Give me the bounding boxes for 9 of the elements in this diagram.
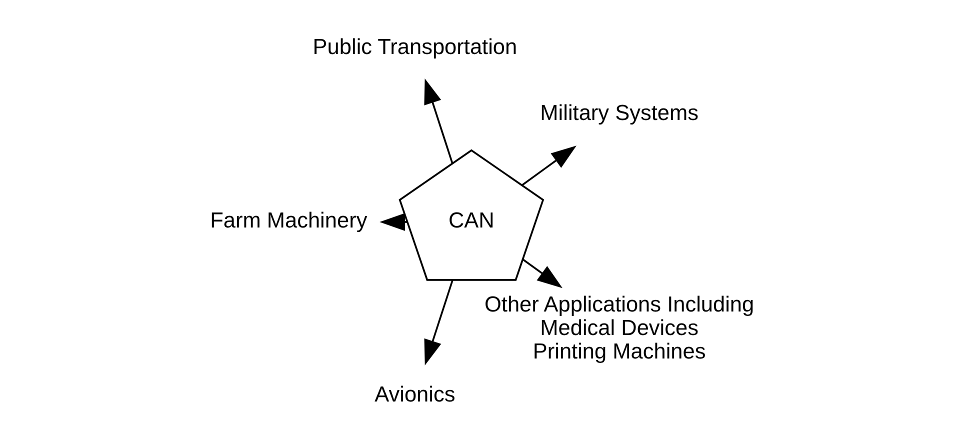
arrow (522, 258, 563, 288)
node-text: Farm Machinery (210, 208, 368, 233)
node-text: Public Transportation (312, 34, 518, 59)
arrow (424, 280, 454, 366)
arrow (424, 78, 454, 164)
arrow (522, 146, 576, 186)
node-text: Other Applications Including Medical Devices Printing Machines (484, 291, 754, 364)
node-text: Avionics (374, 381, 456, 406)
node-text: Military Systems (540, 100, 698, 126)
